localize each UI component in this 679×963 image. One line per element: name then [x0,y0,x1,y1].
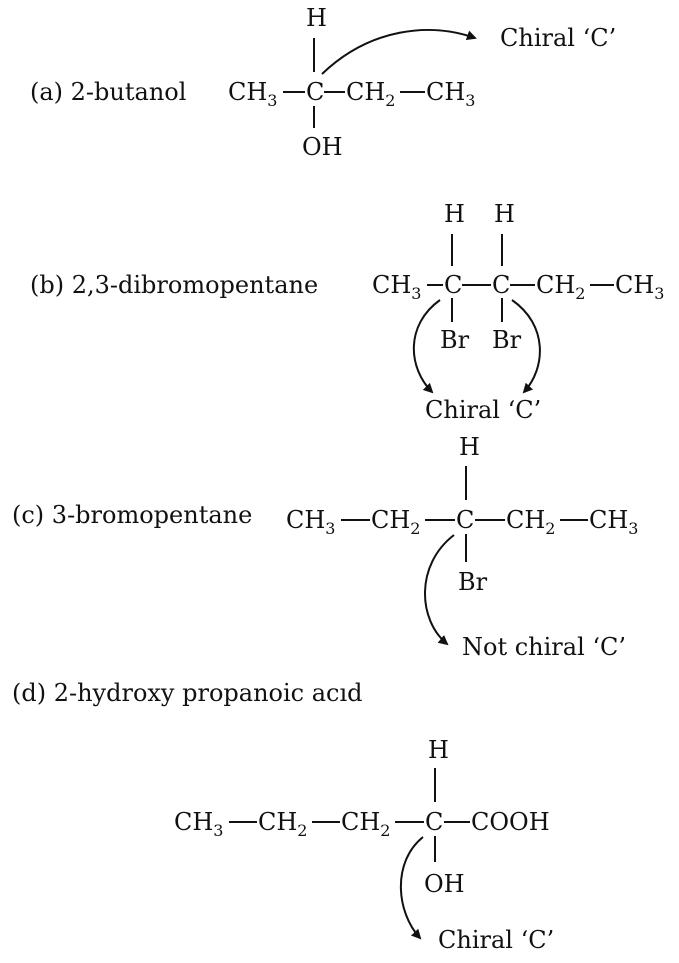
c-ch3-right: CH3 [589,506,638,538]
b-br1: Br [440,326,470,354]
a-ch2: CH2 [346,78,395,110]
d-center-c: C [425,808,443,836]
label-d: (d) 2-hydroxy propanoic acıd [12,679,363,707]
c-ch2-left: CH2 [371,506,420,538]
b-ch2: CH2 [536,271,585,303]
label-b: (b) 2,3-dibromopentane [30,271,318,299]
d-arrow [399,836,424,940]
a-ch3-right: CH3 [426,78,475,110]
a-chiral-note: Chiral ‘C’ [500,24,616,52]
b-c1: C [444,271,462,299]
section-b: (b) 2,3-dibromopentane CH3 C C CH2 CH3 H… [30,200,664,424]
b-h1: H [444,200,465,228]
a-arrow [321,29,477,75]
b-c2: C [492,271,510,299]
section-a: (a) 2-butanol CH3 C CH2 CH3 H OH Chiral … [30,4,616,161]
c-arrow [424,534,455,646]
label-c: (c) 3-bromopentane [12,501,252,529]
c-note: Not chiral ‘C’ [462,633,626,661]
c-br: Br [458,568,488,596]
d-chiral-note: Chiral ‘C’ [438,926,554,954]
d-cooh: COOH [471,808,550,836]
b-h2: H [494,200,515,228]
b-ch3-right: CH3 [615,271,664,303]
a-center-c: C [306,78,324,106]
a-oh: OH [302,133,343,161]
c-center-c: C [456,506,474,534]
section-d: (d) 2-hydroxy propanoic acıd CH3 CH2 CH2… [12,679,554,954]
section-c: (c) 3-bromopentane CH3 CH2 C CH2 CH3 H B… [12,433,638,661]
b-ch3-left: CH3 [372,271,421,303]
c-h-top: H [459,433,480,461]
a-ch3-left: CH3 [228,78,277,110]
c-ch2-right: CH2 [506,506,555,538]
b-arrow-left [412,299,441,394]
b-br2: Br [492,326,522,354]
label-a: (a) 2-butanol [30,78,186,106]
d-ch3: CH3 [174,808,223,840]
d-oh: OH [424,870,465,898]
b-chiral-note: Chiral ‘C’ [425,396,541,424]
d-ch2-a: CH2 [258,808,307,840]
d-ch2-b: CH2 [341,808,390,840]
b-arrow-right [511,299,541,394]
c-ch3-left: CH3 [286,506,335,538]
a-h-top: H [306,4,327,32]
d-h-top: H [428,736,449,764]
